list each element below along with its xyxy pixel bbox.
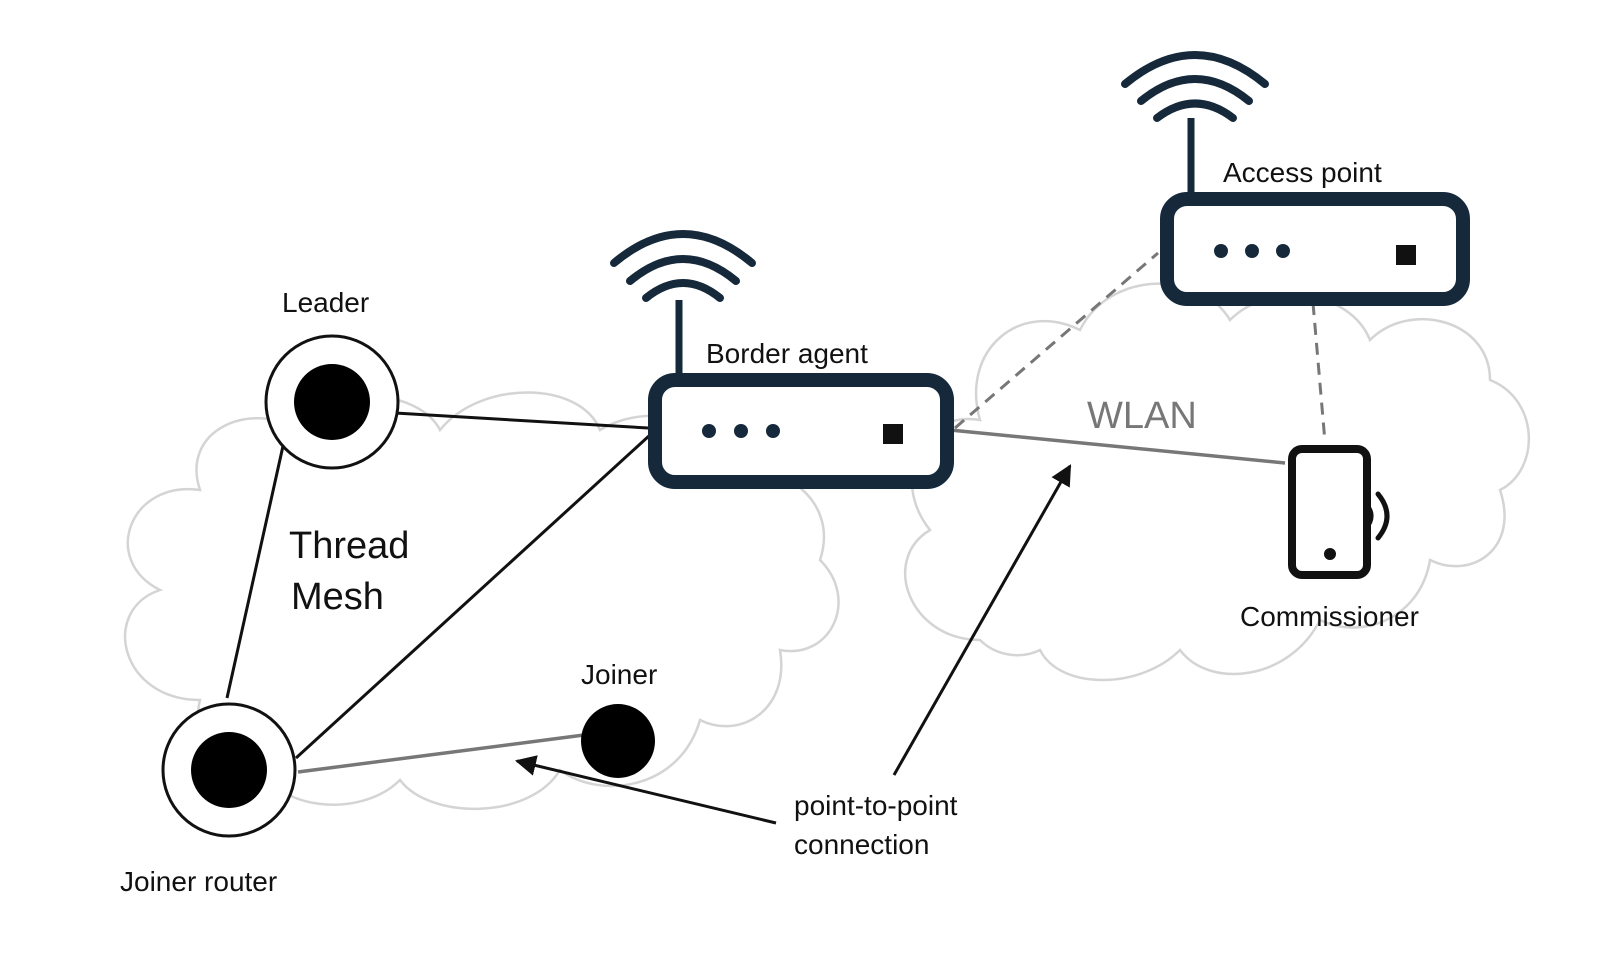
thread-mesh-label-line1: Thread [289,525,409,567]
joiner-router-node [161,702,297,838]
wlan-label: WLAN [1087,395,1197,437]
link-joiner-joiner-router [297,733,585,774]
leader-label: Leader [282,287,369,318]
access-point-label: Access point [1223,157,1382,188]
link-access-point-commissioner [1311,302,1327,443]
border-agent-wifi-signal-icon [610,230,756,302]
joiner-node [581,704,655,778]
p2p-label-line2: connection [794,829,929,860]
joiner-label: Joiner [581,659,657,690]
p2p-label-line1: point-to-point [794,790,958,821]
border-agent-label: Border agent [706,338,868,369]
p2p-arrow-to-wlan-link [892,464,1072,776]
joiner-router-label: Joiner router [120,866,277,897]
link-leader-border-agent [394,411,649,430]
link-joiner-router-border-agent [294,433,652,760]
access-point-router-icon [1121,51,1470,306]
border-agent-router-icon [610,230,954,489]
link-border-agent-commissioner [949,428,1286,465]
thread-mesh-label-line2: Mesh [291,576,384,618]
link-border-agent-access-point [954,251,1159,430]
access-point-wifi-signal-icon [1121,51,1269,122]
commissioner-label: Commissioner [1240,601,1419,632]
link-leader-joiner-router [225,445,285,699]
p2p-arrow-to-joiner-link [514,755,777,825]
commissioner-smartphone-icon [1288,445,1390,579]
leader-node [264,334,400,470]
wlan-cloud-icon [903,282,1531,682]
nfc-wave-icon [1363,491,1390,541]
